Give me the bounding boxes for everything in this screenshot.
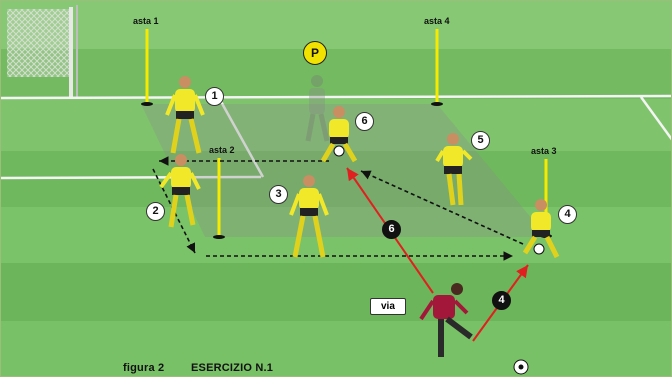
player-2 <box>159 154 201 228</box>
pole-label-4: asta 4 <box>424 16 450 26</box>
pole-label-2: asta 2 <box>209 145 235 155</box>
player-number-4: 4 <box>558 205 577 224</box>
player-number-5: 5 <box>471 131 490 150</box>
movement-paths <box>152 156 524 261</box>
kicker-player <box>419 283 473 357</box>
coach-figure <box>305 75 330 142</box>
player-4 <box>522 199 560 259</box>
player-number-1: 1 <box>205 87 224 106</box>
pole-label-1: asta 1 <box>133 16 159 26</box>
exercise-title: ESERCIZIO N.1 <box>191 362 274 374</box>
drill-area <box>141 104 547 237</box>
pole-asta-2 <box>213 158 225 239</box>
figure-label: figura 2 <box>123 362 165 374</box>
pole-asta-4 <box>431 29 443 106</box>
player-number-6: 6 <box>355 112 374 131</box>
player-6 <box>320 106 358 163</box>
pass-number-4: 4 <box>492 291 511 310</box>
player-3 <box>289 175 329 258</box>
player-5 <box>435 133 473 206</box>
start-label: via <box>370 298 406 315</box>
pole-label-3: asta 3 <box>531 146 557 156</box>
coach-badge: P <box>303 41 327 65</box>
player-number-3: 3 <box>269 185 288 204</box>
pole-asta-1 <box>141 29 153 106</box>
pass-number-6: 6 <box>382 220 401 239</box>
player-number-2: 2 <box>146 202 165 221</box>
goal <box>7 5 78 99</box>
player-1 <box>165 76 205 154</box>
